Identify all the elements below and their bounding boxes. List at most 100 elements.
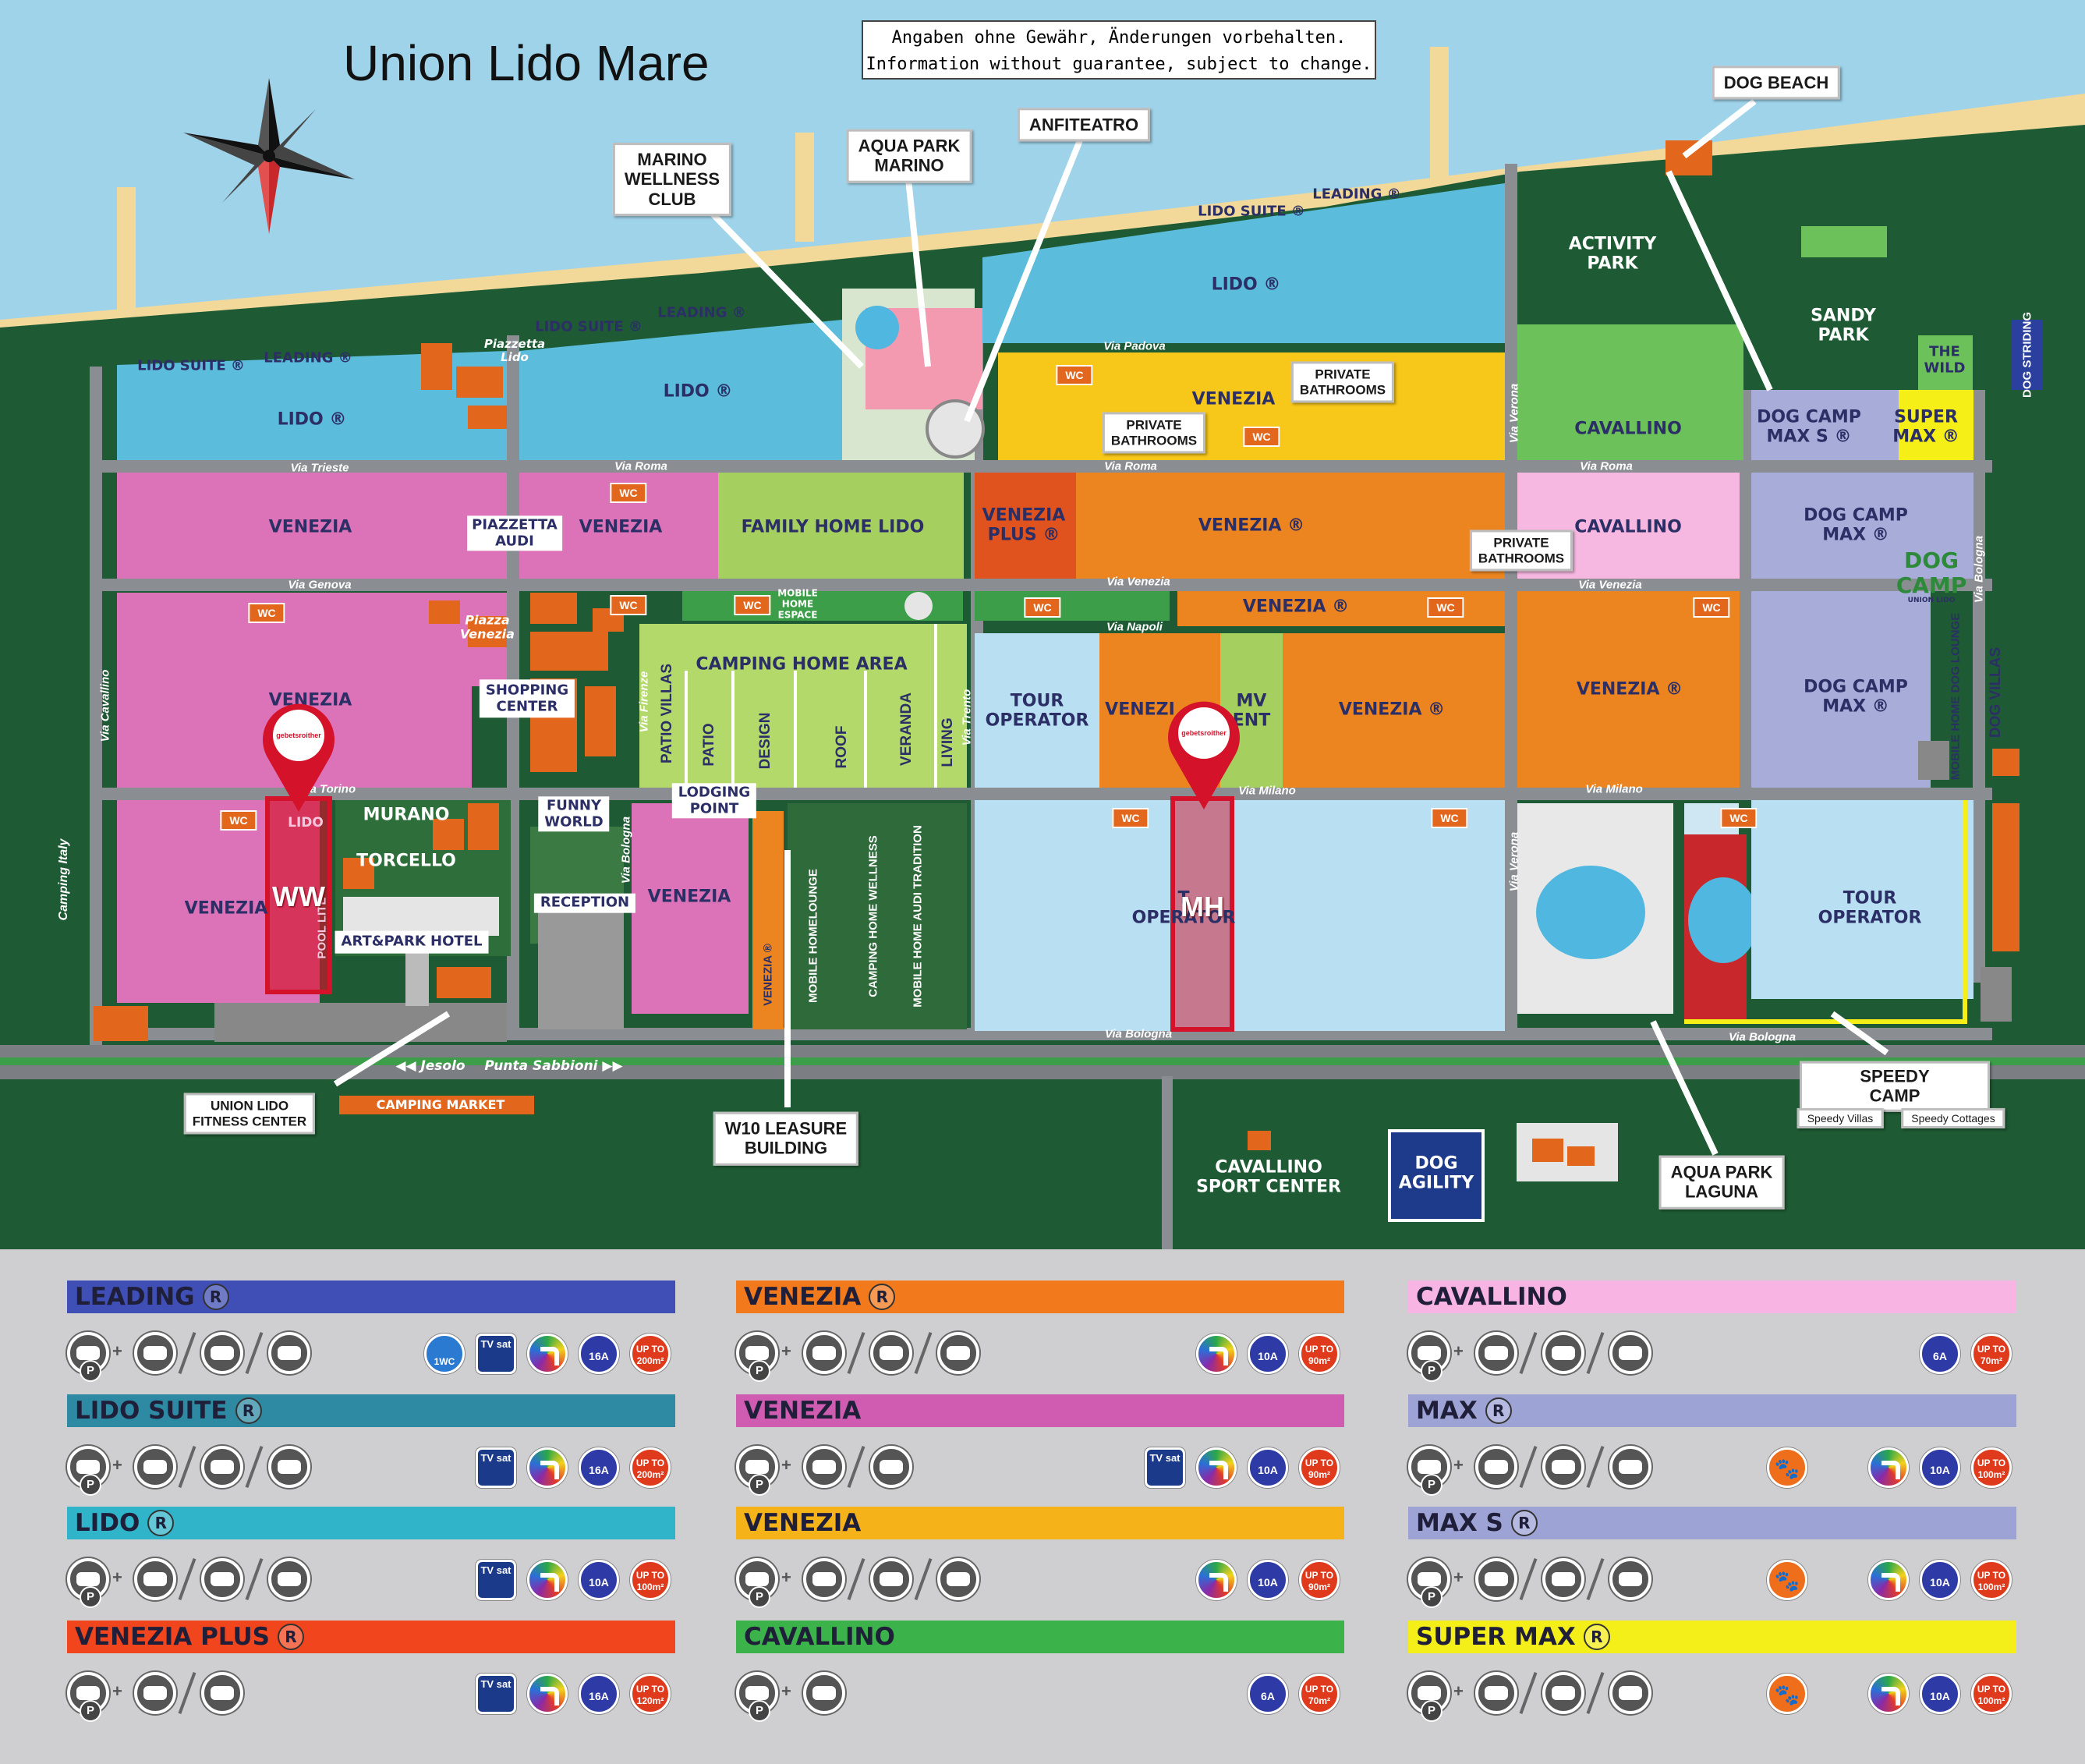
zone-label-dog-agility[interactable]: DOG AGILITY: [1398, 1153, 1474, 1193]
zone-label-venezi-partial[interactable]: VENEZI: [1105, 700, 1175, 720]
zone-label-piazzetta-audi[interactable]: PIAZZETTA AUDI: [467, 515, 562, 551]
callout-speedy-villas[interactable]: Speedy Villas: [1796, 1107, 1884, 1129]
parking-icon: P: [749, 1360, 770, 1382]
zone-label-leading[interactable]: LEADING ®: [657, 304, 746, 321]
zone-label-venezia[interactable]: VENEZIA: [184, 898, 268, 919]
legend-category-bar: CAVALLINO: [736, 1621, 1344, 1653]
callout-speedy-camp[interactable]: SPEEDY CAMP: [1800, 1061, 1990, 1112]
wc-marker[interactable]: WC: [610, 595, 647, 615]
zone-label-dog-camp-max[interactable]: DOG CAMP MAX ®: [1804, 677, 1908, 717]
wc-marker[interactable]: WC: [610, 483, 647, 503]
zone-label-lido[interactable]: LIDO ®: [277, 409, 347, 430]
callout-aqua-park-marino[interactable]: AQUA PARK MARINO: [846, 129, 972, 183]
registered-mark: R: [202, 1284, 229, 1310]
wc-marker[interactable]: WC: [1243, 427, 1280, 447]
callout-private-bathrooms[interactable]: PRIVATE BATHROOMS: [1290, 361, 1395, 403]
zone-label-venezia-vertical[interactable]: VENEZIA ®: [761, 944, 775, 1006]
zone-label-camping-market[interactable]: CAMPING MARKET: [376, 1096, 505, 1112]
zone-label-leading[interactable]: LEADING ®: [1312, 186, 1401, 203]
zone-label-venezia[interactable]: VENEZIA: [647, 887, 731, 907]
zone-label-lido-suite[interactable]: LIDO SUITE ®: [535, 318, 642, 335]
zone-label-funny-world[interactable]: FUNNY WORLD: [538, 796, 610, 832]
callout-w10-leasure-building[interactable]: W10 LEASURE BUILDING: [713, 1111, 859, 1166]
zone-label-the-wild[interactable]: THE WILD: [1924, 343, 1966, 376]
wc-marker[interactable]: WC: [1720, 808, 1758, 828]
zone-label-murano[interactable]: MURANO: [363, 805, 450, 825]
zone-label-roof[interactable]: ROOF: [834, 725, 850, 769]
zone-label-venezia-r[interactable]: VENEZIA ®: [1338, 700, 1446, 720]
zone-label-mobile-home-audi-tradition[interactable]: MOBILE HOME AUDI TRADITION: [911, 825, 925, 1008]
zone-label-venezia-r[interactable]: VENEZIA ®: [1576, 679, 1683, 700]
wc-marker[interactable]: WC: [1693, 597, 1730, 618]
wc-marker[interactable]: WC: [1056, 365, 1093, 385]
callout-union-lido-fitness-center[interactable]: UNION LIDO FITNESS CENTER: [183, 1093, 316, 1135]
wc-marker[interactable]: WC: [1112, 808, 1149, 828]
zone-label-venezia[interactable]: VENEZIA: [268, 517, 352, 537]
zone-label-mobile-home-lounge[interactable]: MOBILE HOMELOUNGE: [806, 869, 820, 1003]
zone-label-cavallino[interactable]: CAVALLINO: [1574, 419, 1682, 439]
pitch-area-icon: UP TO 100m²: [1971, 1447, 2012, 1488]
zone-label-camping-home-area[interactable]: CAMPING HOME AREA: [696, 654, 908, 675]
zone-label-venezia-r[interactable]: VENEZIA ®: [1242, 597, 1350, 617]
zone-label-dog-striding[interactable]: DOG STRIDING: [2020, 311, 2034, 398]
location-pin-ww[interactable]: [257, 696, 340, 813]
building: [468, 406, 507, 429]
zone-label-venezia-yellow[interactable]: VENEZIA: [1191, 389, 1276, 409]
zone-label-super-max[interactable]: SUPER MAX ®: [1892, 407, 1959, 447]
zone-label-venezia-plus[interactable]: VENEZIA PLUS ®: [982, 505, 1066, 545]
zone-label-leading[interactable]: LEADING ®: [264, 349, 352, 367]
wc-marker[interactable]: WC: [1427, 597, 1464, 618]
zone-label-reception[interactable]: RECEPTION: [533, 893, 636, 913]
zone-label-venezia[interactable]: VENEZIA: [579, 517, 663, 537]
wc-marker[interactable]: WC: [220, 810, 257, 831]
callout-private-bathrooms[interactable]: PRIVATE BATHROOMS: [1102, 412, 1206, 454]
zone-label-lido[interactable]: LIDO ®: [1211, 275, 1281, 295]
zone-label-patio[interactable]: PATIO: [701, 723, 717, 767]
location-pin-mh[interactable]: [1163, 694, 1245, 811]
wc-marker[interactable]: WC: [1431, 808, 1468, 828]
zone-label-torcello[interactable]: TORCELLO: [356, 851, 456, 871]
zone-label-design[interactable]: DESIGN: [757, 712, 773, 770]
zone-label-cavallino[interactable]: CAVALLINO: [1574, 517, 1682, 537]
zone-label-activity-park[interactable]: ACTIVITY PARK: [1568, 234, 1657, 274]
zone-label-shopping-center[interactable]: SHOPPING CENTER: [479, 679, 575, 718]
zone-label-lido-suite[interactable]: LIDO SUITE ®: [1198, 203, 1305, 220]
parking-icon: P: [749, 1474, 770, 1496]
zone-label-lido[interactable]: LIDO ®: [663, 381, 733, 402]
zone-label-cavallino-sport-center[interactable]: CAVALLINO SPORT CENTER: [1196, 1157, 1341, 1197]
wc-marker[interactable]: WC: [248, 603, 285, 623]
callout-marino-wellness-club[interactable]: MARINO WELLNESS CLUB: [612, 143, 732, 216]
zone-label-mv-event[interactable]: MV ENT: [1232, 691, 1271, 731]
callout-private-bathrooms[interactable]: PRIVATE BATHROOMS: [1469, 530, 1573, 572]
zone-label-tour-operator[interactable]: TOUR OPERATOR: [985, 691, 1089, 731]
dog-camp-logo: DOG CAMP: [1896, 547, 1967, 598]
zone-label-tour-operator[interactable]: TOUR OPERATOR: [1818, 888, 1922, 928]
callout-dog-beach[interactable]: DOG BEACH: [1712, 66, 1841, 100]
zone-label-living[interactable]: LIVING: [940, 717, 956, 767]
zone-label-lodging-point[interactable]: LODGING POINT: [671, 783, 757, 819]
water-tap-icon: [1196, 1334, 1237, 1374]
zone-label-tour-operator-mh[interactable]: T OPERATOR: [1131, 888, 1236, 928]
zone-label-dog-camp-max[interactable]: DOG CAMP MAX ®: [1804, 505, 1908, 545]
callout-anfiteatro[interactable]: ANFITEATRO: [1017, 108, 1151, 142]
zone-label-sandy-park[interactable]: SANDY PARK: [1811, 306, 1876, 345]
zone-label-camping-home-wellness[interactable]: CAMPING HOME WELLNESS: [866, 835, 880, 997]
callout-speedy-cottages[interactable]: Speedy Cottages: [1901, 1107, 2005, 1129]
zone-label-family-home-lido[interactable]: FAMILY HOME LIDO: [741, 517, 925, 537]
zone-label-venezia-r[interactable]: VENEZIA ®: [1198, 515, 1305, 536]
wc-marker[interactable]: WC: [734, 595, 771, 615]
zone-label-lido-suite[interactable]: LIDO SUITE ®: [137, 357, 245, 374]
wc-marker[interactable]: WC: [1024, 597, 1061, 618]
zone-label-veranda[interactable]: VERANDA: [898, 692, 915, 766]
legend-category-name: CAVALLINO: [744, 1623, 895, 1651]
tv-sat-icon: TV sat: [476, 1674, 516, 1714]
zone-label-mobile-home-dog-lounge[interactable]: MOBILE HOME DOG LOUNGE: [1949, 612, 1963, 781]
pitch-area-icon: UP TO 90m²: [1299, 1447, 1340, 1488]
callout-aqua-park-laguna[interactable]: AQUA PARK LAGUNA: [1658, 1155, 1785, 1210]
zone-venezia-orange: [1283, 633, 1505, 788]
caravan-icon: [201, 1446, 243, 1488]
zone-label-dog-camp-max-s[interactable]: DOG CAMP MAX S ®: [1757, 407, 1861, 447]
zone-label-dog-villas[interactable]: DOG VILLAS: [1988, 646, 2004, 739]
zone-label-art-park-hotel[interactable]: ART&PARK HOTEL: [335, 930, 489, 954]
zone-label-patio-villas[interactable]: PATIO VILLAS: [659, 663, 675, 764]
